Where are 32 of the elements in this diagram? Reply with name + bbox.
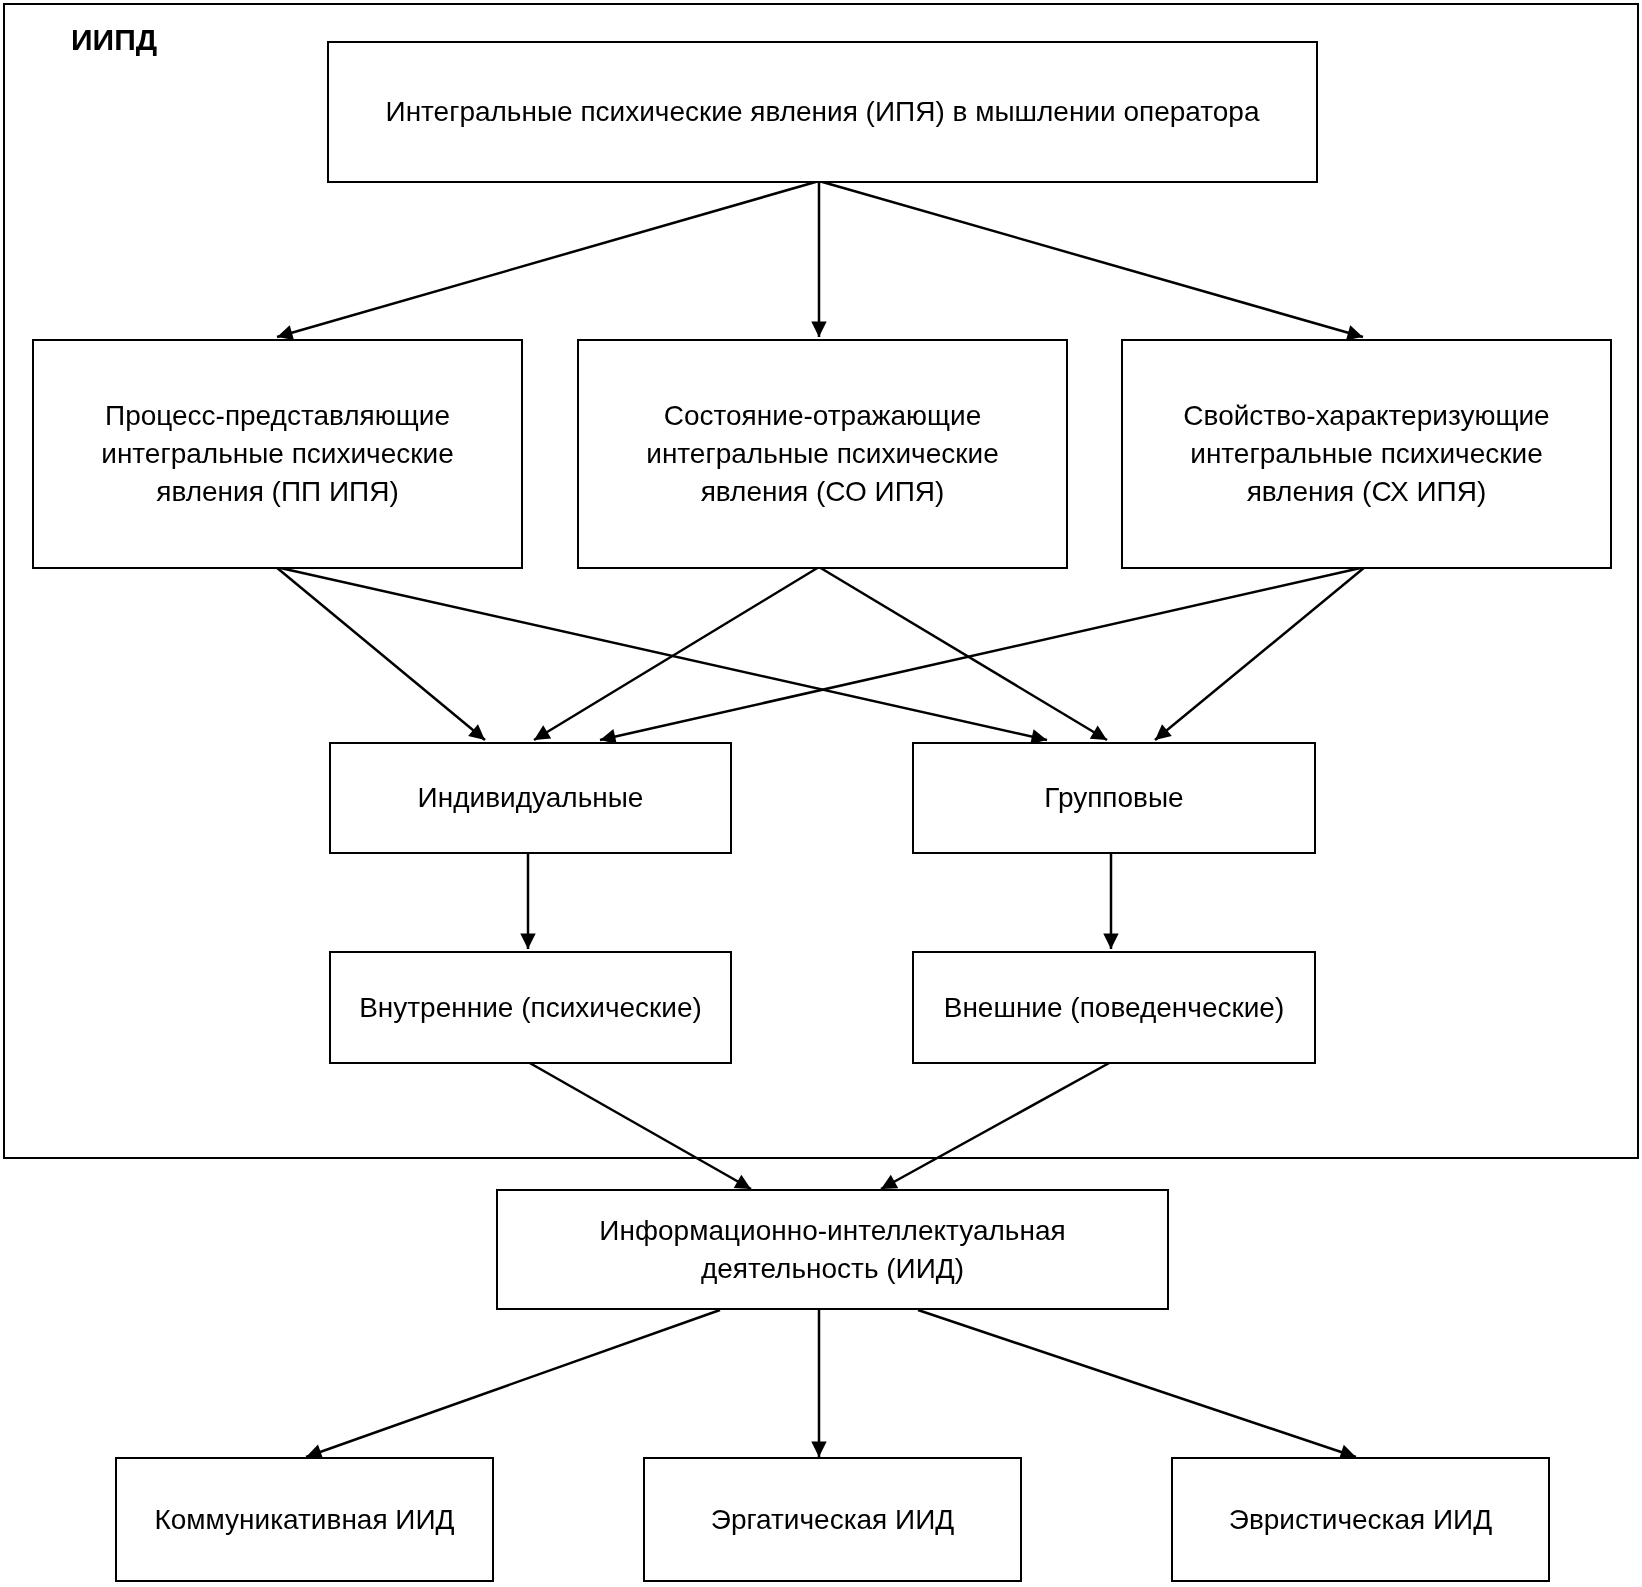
box-label: Индивидуальные: [417, 781, 644, 816]
box-label: Свойство-характеризующие интегральные психические явления (СХ ИПЯ): [1182, 399, 1551, 509]
process-box: [1171, 1457, 1550, 1582]
box-label: Групповые: [1044, 781, 1184, 816]
box-label: Эвристическая ИИД: [1228, 1502, 1493, 1537]
group-heading: ИИПД: [71, 23, 158, 57]
box-label: Интегральные психические явления (ИПЯ) в мышлении оператора: [385, 95, 1260, 130]
box-label: Внешние (поведенческие): [943, 990, 1285, 1025]
process-box: [912, 742, 1316, 854]
box-label: Состояние-отражающие интегральные психические явления (СО ИПЯ): [645, 399, 1000, 509]
process-box: [577, 339, 1068, 569]
box-label: Коммуникативная ИИД: [154, 1502, 455, 1537]
arrow: [811, 1310, 827, 1457]
process-box: [329, 951, 732, 1064]
arrow: [305, 1308, 721, 1460]
process-box: [329, 742, 732, 854]
process-box: [327, 41, 1318, 183]
arrow: [811, 181, 827, 337]
arrow: [1103, 852, 1119, 949]
process-box: [496, 1189, 1169, 1310]
box-label: Процесс-представляющие интегральные психические явления (ПП ИПЯ): [100, 399, 455, 509]
process-box: [1121, 339, 1612, 569]
box-label: Эргатическая ИИД: [710, 1502, 955, 1537]
group-frame: [3, 3, 1639, 1159]
arrow: [520, 852, 536, 949]
box-label: Информационно-интеллектуальная деятельность (ИИД): [598, 1213, 1067, 1286]
arrow: [917, 1308, 1357, 1460]
box-label: Внутренние (психические): [359, 990, 702, 1025]
process-box: [643, 1457, 1022, 1582]
process-box: [912, 951, 1316, 1064]
process-box: [32, 339, 523, 569]
process-box: [115, 1457, 494, 1582]
